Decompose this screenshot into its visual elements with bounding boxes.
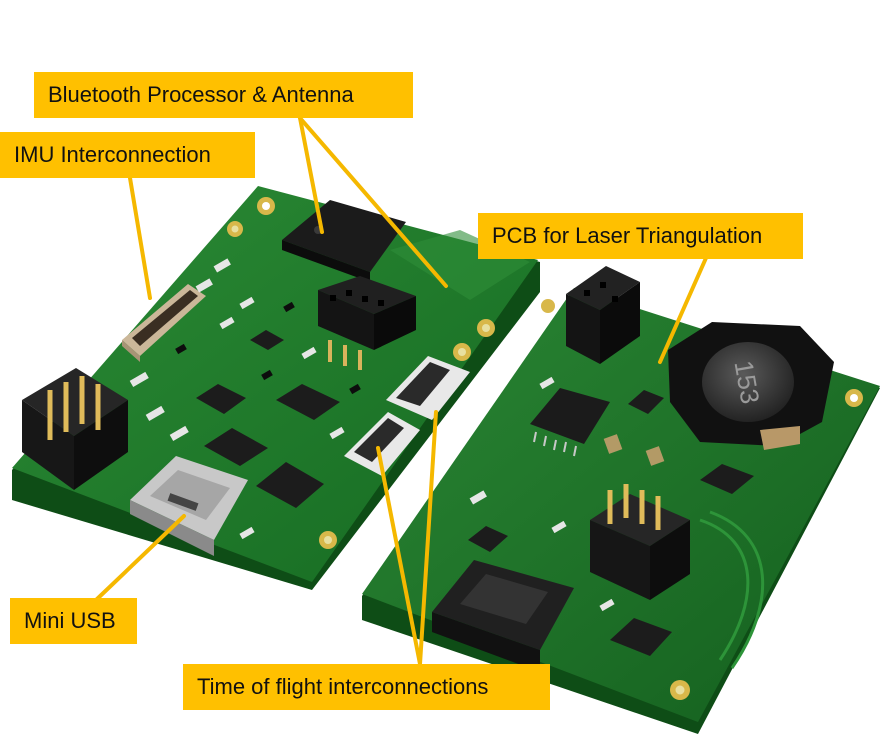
- leader-tof-lower: [376, 446, 422, 666]
- ic-chip: [250, 330, 284, 350]
- leader-bluetooth-antenna: [298, 116, 448, 288]
- laser-cable-connector: [432, 560, 574, 672]
- callout-bluetooth: Bluetooth Processor & Antenna: [34, 72, 413, 118]
- leader-imu: [128, 176, 152, 300]
- leader-lines: [94, 116, 708, 666]
- callout-pcb-laser: PCB for Laser Triangulation: [478, 213, 803, 259]
- leader-bluetooth-processor: [298, 116, 324, 234]
- bluetooth-module: [282, 200, 406, 272]
- imu-fpc-connector: [122, 284, 206, 362]
- leader-pcb-laser: [658, 256, 708, 364]
- tof-connector-lower: [344, 412, 420, 476]
- ic-chip: [610, 618, 672, 656]
- callout-tof: Time of flight interconnections: [183, 664, 550, 710]
- ic-chip: [628, 390, 664, 414]
- power-inductor: 153: [668, 322, 834, 450]
- ic-chip: [196, 384, 246, 414]
- male-pin-header: [22, 368, 128, 490]
- ic-chip: [256, 462, 324, 508]
- tof-connector-upper: [386, 356, 470, 420]
- ic-chip: [700, 464, 754, 494]
- laser-male-header: [590, 484, 690, 600]
- callout-imu: IMU Interconnection: [0, 132, 255, 178]
- right-pcb-board: 153: [362, 266, 880, 734]
- inductor-marking: 153: [728, 358, 765, 406]
- leader-mini-usb: [94, 514, 186, 602]
- left-pcb-board: [12, 186, 540, 590]
- ic-chip: [204, 428, 268, 466]
- laser-female-header: [566, 266, 640, 364]
- ic-chip: [468, 526, 508, 552]
- ic-chip: [276, 384, 340, 420]
- laser-driver-ic: [530, 388, 610, 444]
- leader-tof-upper: [418, 410, 438, 666]
- female-pin-header: [318, 276, 416, 370]
- callout-mini-usb: Mini USB: [10, 598, 137, 644]
- mounting-hole: [541, 299, 555, 313]
